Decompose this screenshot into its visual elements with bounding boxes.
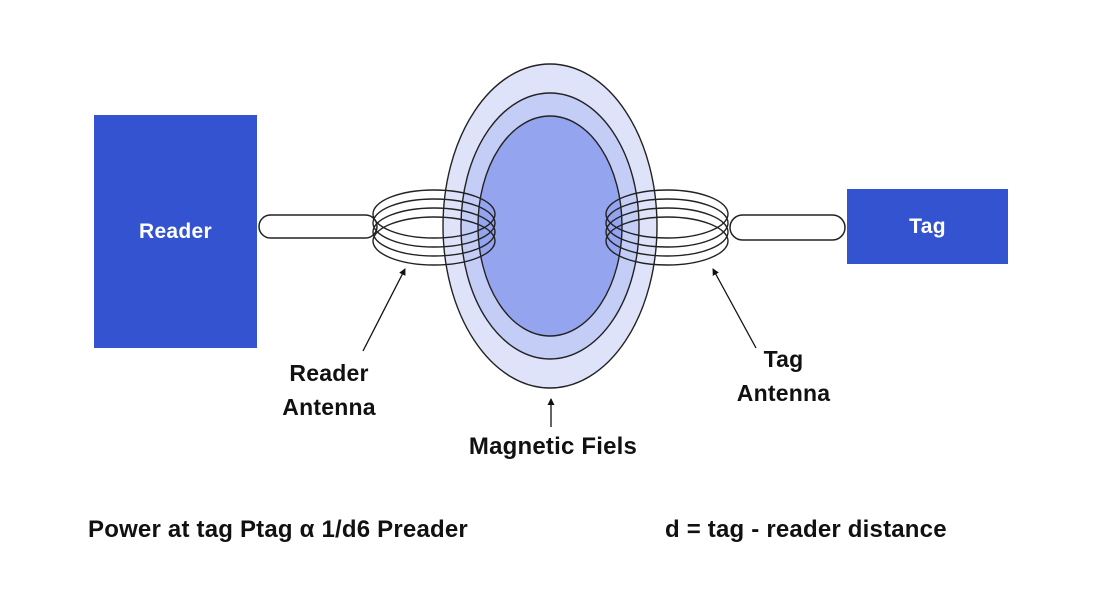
reader-antenna-label: Reader Antenna (244, 356, 414, 424)
reader-box-label: Reader (138, 219, 212, 243)
reader-coil-loop-3 (372, 207, 496, 257)
tag-antenna-label: Tag Antenna (701, 342, 866, 410)
tag-connector (729, 214, 846, 241)
tag-coil-loop-1 (605, 189, 729, 239)
reader-antenna-label-line1: Reader (289, 360, 369, 386)
tag-box (847, 189, 1008, 264)
reader-coil-loop-1 (372, 189, 496, 239)
reader-antenna-coil (372, 189, 496, 266)
tag-coil-loop-3 (605, 207, 729, 257)
reader-box (94, 115, 257, 348)
reader-antenna-label-line2: Antenna (282, 394, 376, 420)
tag-antenna-label-line2: Antenna (736, 380, 831, 406)
distance-definition-text: d = tag - reader distance (665, 516, 947, 543)
tag-coil-loop-2 (605, 198, 729, 248)
reader-coil-loop-2 (372, 198, 496, 248)
tag-coil-loop-4 (605, 216, 729, 266)
tag-antenna-label-line1: Tag (763, 346, 804, 372)
reader-connector (258, 214, 378, 239)
reader-antenna-arrow (362, 268, 406, 352)
tag-antenna-coil (605, 189, 729, 266)
magnetic-field-ellipse-inner (477, 115, 623, 337)
power-formula-text: Power at tag Ptag α 1/d6 Preader (88, 516, 468, 543)
tag-box-label: Tag (909, 214, 946, 238)
magnetic-field-label: Magnetic Fiels (468, 433, 638, 460)
tag-antenna-arrow (712, 268, 757, 349)
reader-coil-loop-4 (372, 216, 496, 266)
